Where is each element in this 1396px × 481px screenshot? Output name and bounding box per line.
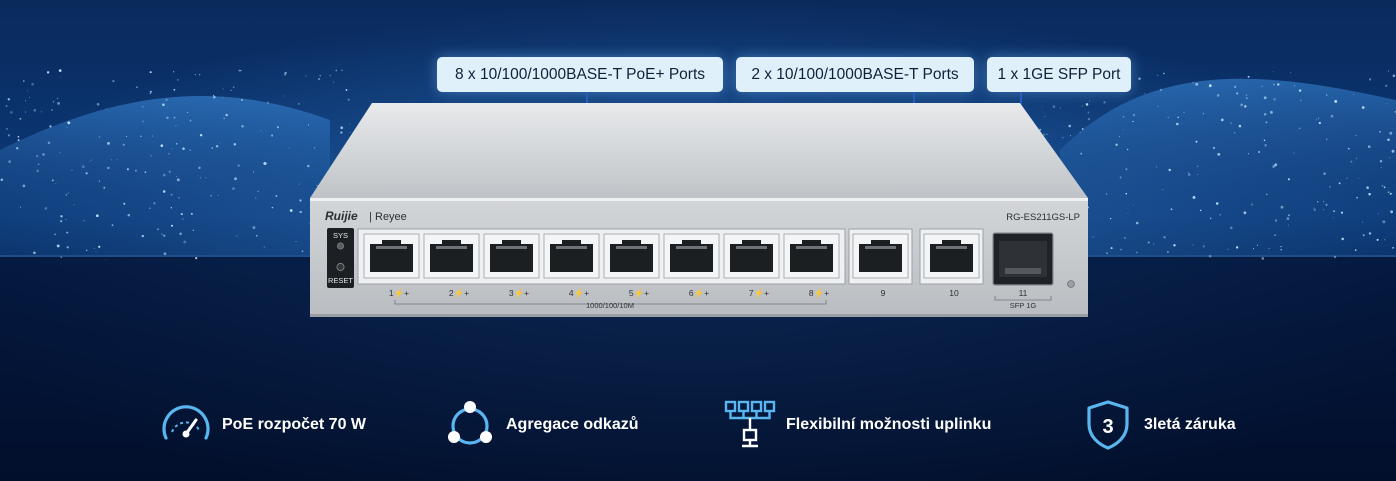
status-panel [327, 228, 354, 288]
poe-port-label: 2⚡+ [449, 288, 469, 299]
svg-text:SYS: SYS [333, 231, 348, 240]
feature-poe-budget: PoE rozpočet 70 W [158, 398, 366, 452]
poe-port-label: 7⚡+ [749, 288, 769, 299]
uplink-port-10[interactable] [923, 233, 980, 279]
feature-flexible-uplink: Flexibilní možnosti uplinku [722, 398, 991, 452]
uplink-port-9[interactable] [852, 233, 909, 279]
svg-text:RESET: RESET [328, 276, 353, 285]
poe-port-1[interactable] [363, 233, 420, 279]
uplink-port-label: 10 [949, 288, 959, 298]
brand-logo: Ruijie [325, 209, 358, 223]
brand-sub: Reyee [375, 211, 407, 223]
shield-icon: 3 [1087, 400, 1129, 450]
poe-port-4[interactable] [543, 233, 600, 279]
poe-port-2[interactable] [423, 233, 480, 279]
callout-sfp-port: 1 x 1GE SFP Port [987, 57, 1131, 92]
poe-port-3[interactable] [483, 233, 540, 279]
speedometer-icon [162, 405, 210, 440]
poe-port-8[interactable] [783, 233, 840, 279]
poe-port-label: 6⚡+ [689, 288, 709, 299]
svg-text:|: | [369, 211, 372, 223]
uplink-port-label: 9 [881, 288, 886, 298]
callout-rj45-ports: 2 x 10/100/1000BASE-T Ports [736, 57, 974, 92]
chassis-top [310, 103, 1088, 198]
sfp-port-number: 11 [1019, 288, 1028, 298]
poe-port-5[interactable] [603, 233, 660, 279]
poe-port-label: 5⚡+ [629, 288, 649, 299]
callout-poe-ports: 8 x 10/100/1000BASE-T PoE+ Ports [437, 57, 723, 92]
feature-label: Flexibilní možnosti uplinku [786, 416, 992, 433]
poe-port-label: 8⚡+ [809, 288, 829, 299]
reset-button [336, 263, 345, 271]
network-topology-icon [724, 400, 776, 448]
ground-screw [1067, 280, 1075, 288]
warranty-badge: 3 [1102, 416, 1113, 438]
sys-led [336, 242, 344, 250]
link-aggregation-icon [448, 401, 492, 445]
wave-right [1060, 78, 1396, 261]
poe-speed-label: 1000/100/10M [586, 301, 634, 310]
feature-warranty: 3 3letá záruka [1080, 398, 1236, 452]
poe-port-label: 1⚡+ [389, 288, 409, 299]
wave-left [0, 96, 330, 260]
feature-link-aggregation: Agregace odkazů [442, 398, 638, 452]
poe-port-6[interactable] [663, 233, 720, 279]
feature-label: Agregace odkazů [506, 416, 639, 433]
sfp-label: SFP 1G [1010, 301, 1037, 310]
poe-port-label: 4⚡+ [569, 288, 589, 299]
feature-label: PoE rozpočet 70 W [222, 416, 367, 433]
model-label: RG-ES211GS-LP [1006, 212, 1080, 223]
poe-port-7[interactable] [723, 233, 780, 279]
poe-port-label: 3⚡+ [509, 288, 529, 299]
feature-label: 3letá záruka [1144, 416, 1236, 433]
